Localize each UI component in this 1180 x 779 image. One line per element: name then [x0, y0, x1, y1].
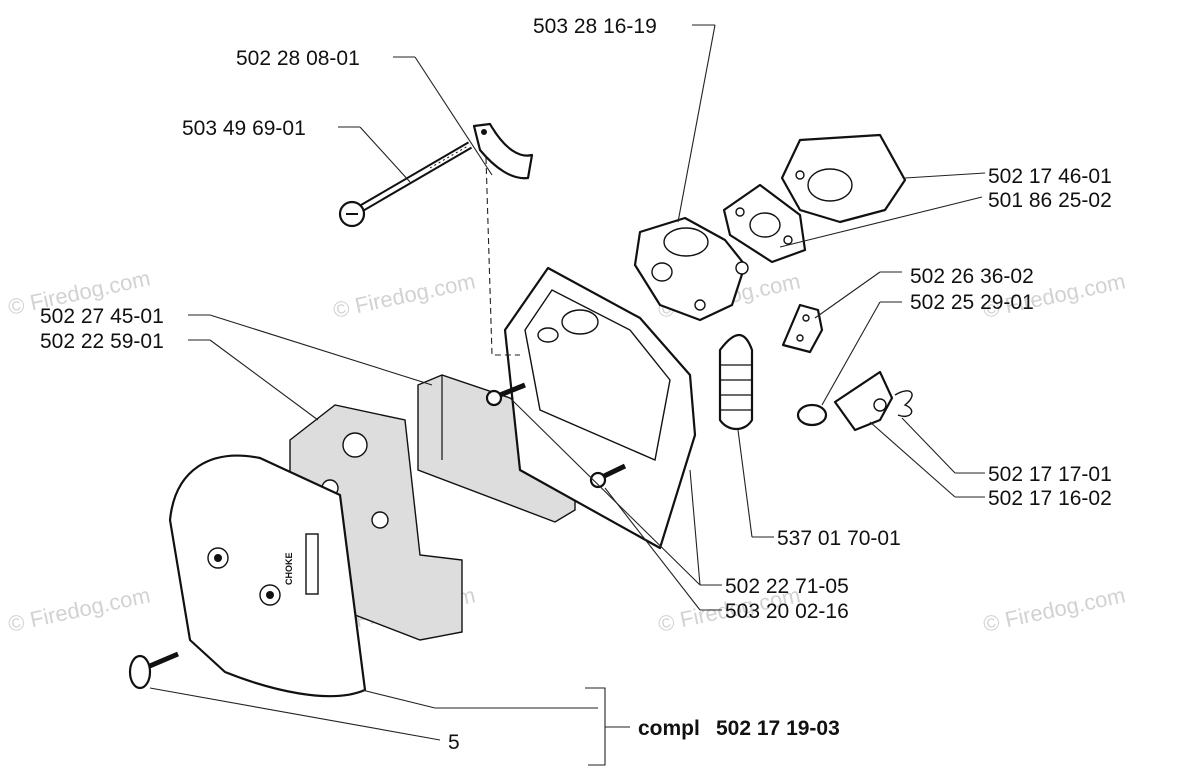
- watermark: © Firedog.com: [331, 268, 478, 323]
- bolt-part: [338, 141, 473, 228]
- gasket-part: [722, 183, 807, 264]
- part-label-503-20-02-16: 503 20 02-16: [725, 600, 849, 623]
- watermark: © Firedog.com: [6, 582, 153, 637]
- part-label-502-17-17-01: 502 17 17-01: [988, 463, 1112, 486]
- choke-knob-part: [796, 403, 828, 427]
- part-labels: 503 28 16-19 502 28 08-01 503 49 69-01 5…: [40, 15, 1112, 754]
- part-label-537-01-70-01: 537 01 70-01: [777, 527, 901, 550]
- part-label-502-28-08-01: 502 28 08-01: [236, 47, 360, 70]
- part-label-502-27-45-01: 502 27 45-01: [40, 305, 164, 328]
- bellows-part: [718, 333, 754, 431]
- choke-lever-part: [833, 370, 894, 432]
- compl-prefix: compl: [638, 717, 700, 740]
- part-label-503-49-69-01: 503 49 69-01: [182, 117, 306, 140]
- carburetor-part: [633, 216, 749, 322]
- part-label-502-17-46-01: 502 17 46-01: [988, 165, 1112, 188]
- plate-part: [781, 303, 824, 354]
- part-label-503-28-16-19: 503 28 16-19: [533, 15, 657, 38]
- part-label-partial-bottom: 5: [448, 731, 460, 754]
- cover-knob-part: [128, 651, 179, 690]
- cover-choke-label: CHOKE: [284, 552, 294, 585]
- part-label-502-22-71-05: 502 22 71-05: [725, 575, 849, 598]
- part-label-502-22-59-01: 502 22 59-01: [40, 330, 164, 353]
- part-label-502-26-36-02: 502 26 36-02: [910, 265, 1034, 288]
- watermark: © Firedog.com: [981, 582, 1128, 637]
- part-label-502-25-29-01: 502 25 29-01: [910, 291, 1034, 314]
- screw-part: [485, 382, 627, 489]
- part-label-502-17-16-02: 502 17 16-02: [988, 487, 1112, 510]
- intake-adapter-part: [780, 133, 907, 224]
- filter-housing-part: [503, 266, 697, 550]
- leader-lines: [149, 24, 986, 766]
- spring-clip-part: [894, 390, 913, 417]
- filter-cover-part: CHOKE: [168, 454, 367, 698]
- part-label-501-86-25-02: 501 86 25-02: [988, 189, 1112, 212]
- compl-part-number: 502 17 19-03: [716, 717, 840, 740]
- bracket-part: [472, 122, 534, 180]
